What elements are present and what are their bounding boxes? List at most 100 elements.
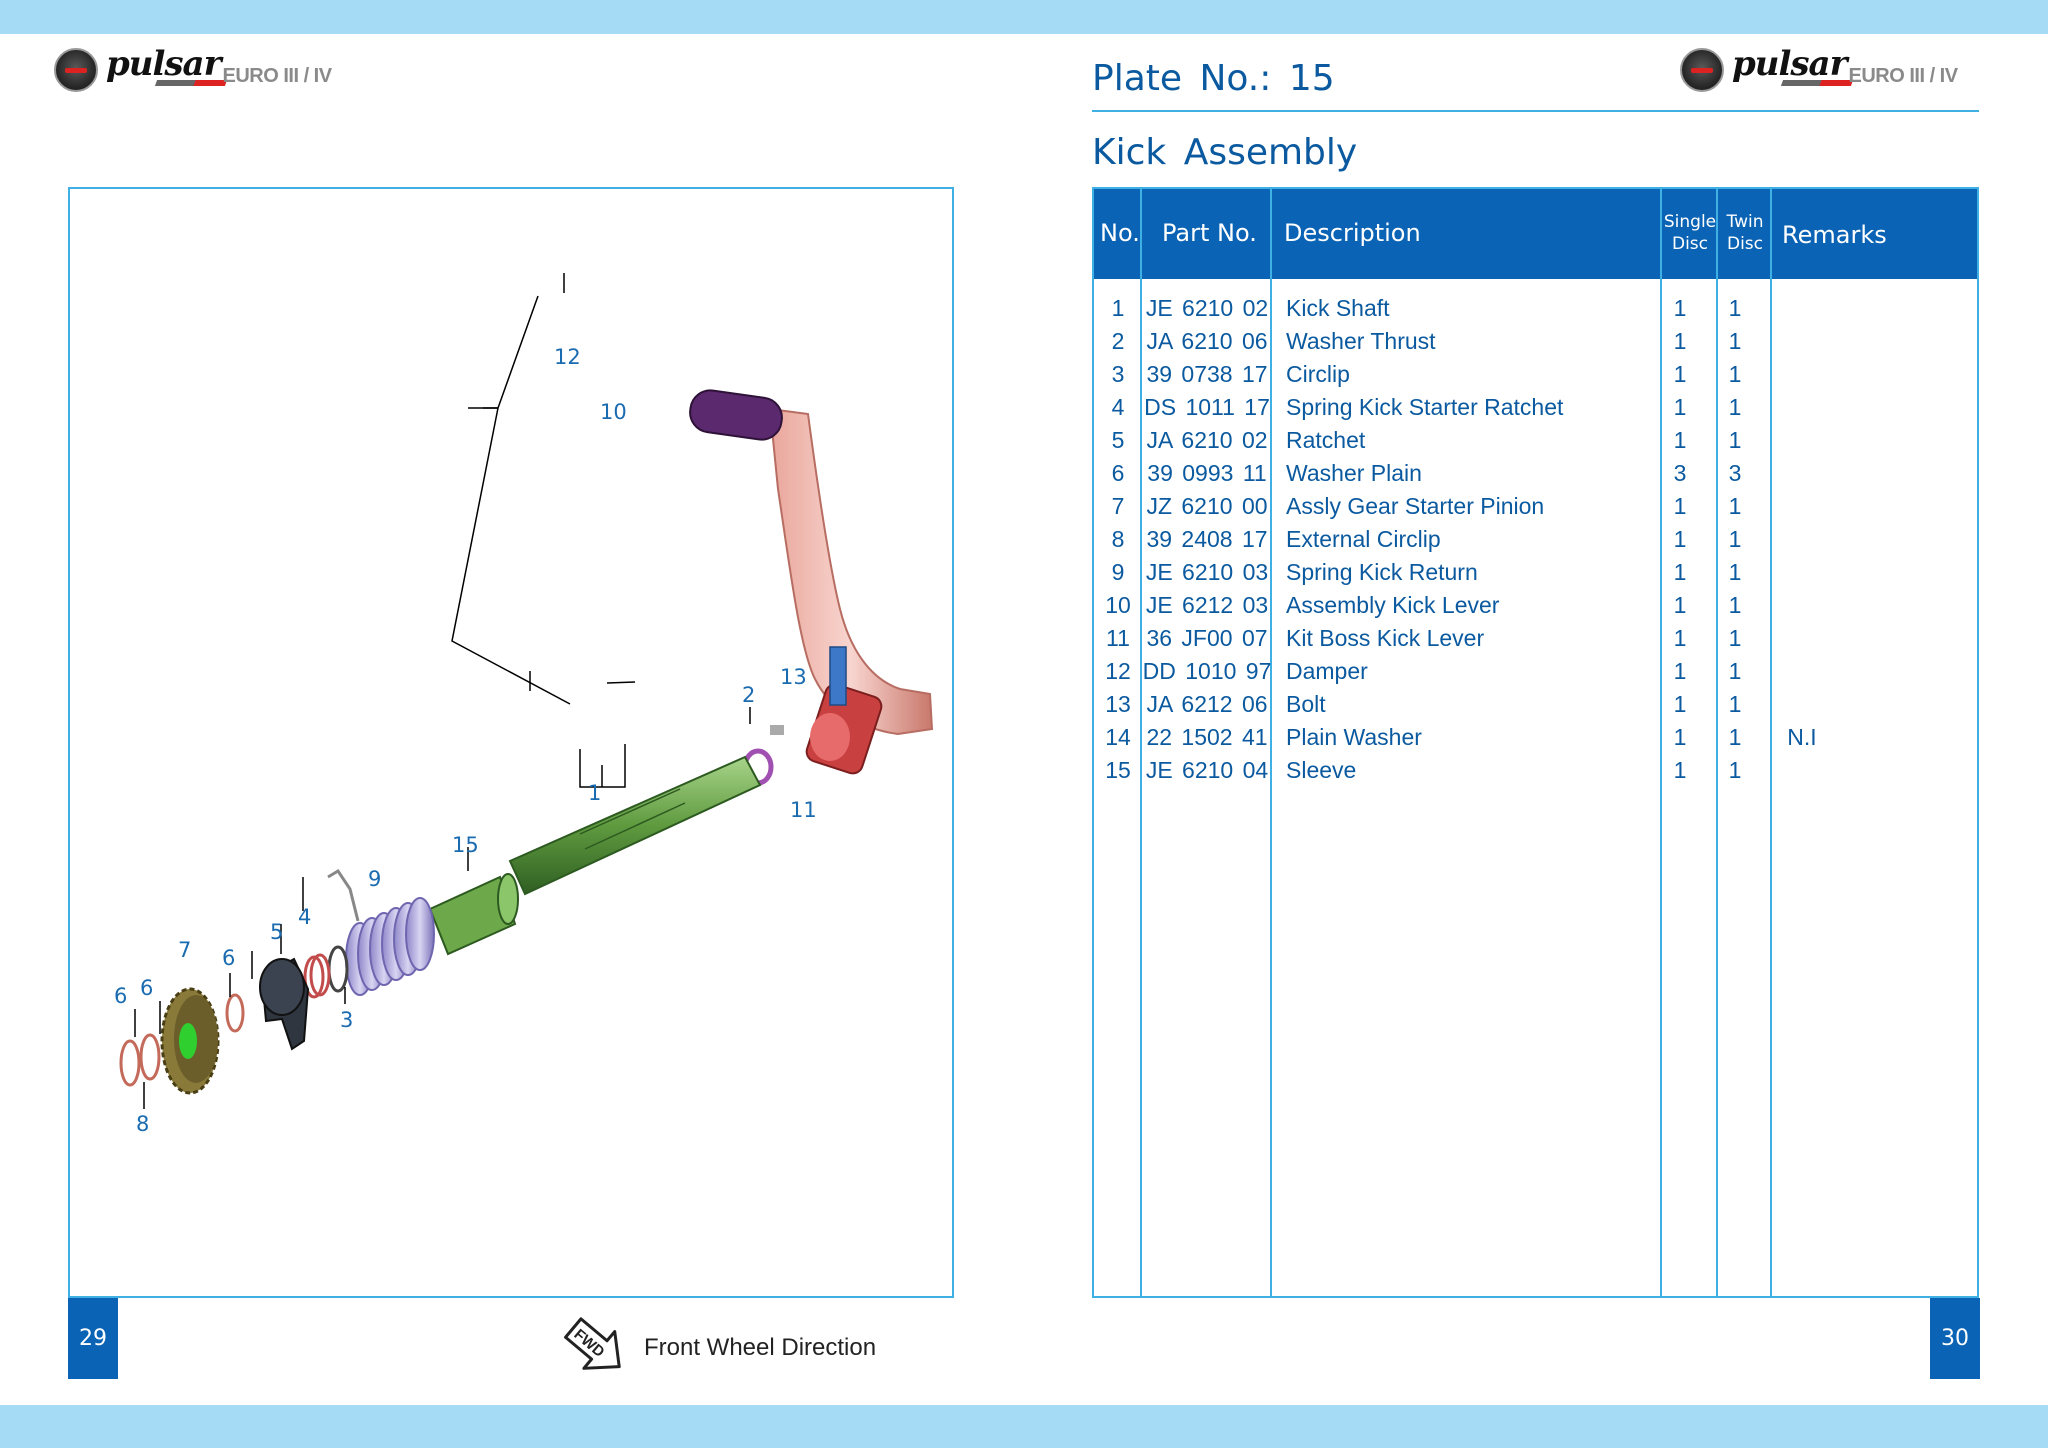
row-twin-disc: 1: [1728, 658, 1742, 684]
row-no: 3: [1111, 361, 1125, 387]
col-single-line2: Disc: [1671, 234, 1709, 254]
row-twin-disc: 1: [1728, 625, 1742, 651]
plate-title: Plate No.: 15: [1092, 58, 1335, 99]
row-twin-disc: 1: [1728, 493, 1742, 519]
callout-3: 3: [340, 1008, 353, 1032]
table-row: 15 JE 6210 04 Sleeve 1 1: [1094, 753, 1977, 786]
row-part-no: DD 1010 97: [1142, 658, 1272, 684]
row-part-no: JA 6210 02: [1146, 427, 1268, 453]
row-description: Assly Gear Starter Pinion: [1286, 493, 1545, 519]
col-divider: [1140, 189, 1142, 1296]
col-divider: [1270, 189, 1272, 1296]
callout-8: 8: [136, 1112, 149, 1136]
col-divider: [1716, 189, 1718, 1296]
brand-logo-right: pulsar EURO III / IV: [1680, 44, 1958, 94]
row-twin-disc: 1: [1728, 361, 1742, 387]
row-no: 8: [1111, 526, 1125, 552]
row-part-no: 22 1502 41: [1146, 724, 1268, 750]
col-divider: [1660, 189, 1662, 1296]
col-no-header: No.: [1100, 219, 1140, 247]
col-part-header: Part No.: [1162, 219, 1257, 247]
col-twin-line1: Twin: [1726, 212, 1764, 232]
table-row: 14 22 1502 41 Plain Washer 1 1 N.I: [1094, 720, 1977, 753]
callout-11: 11: [790, 798, 817, 822]
col-desc-header: Description: [1284, 219, 1421, 247]
section-title: Kick Assembly: [1092, 132, 1358, 173]
row-description: Washer Thrust: [1286, 328, 1436, 354]
table-row: 3 39 0738 17 Circlip 1 1: [1094, 357, 1977, 390]
col-divider: [1770, 189, 1772, 1296]
exploded-diagram: 12 10 13 2 11 1 15 9 4 5 7 6 6 6 3 8: [68, 187, 954, 1298]
row-part-no: DS 1011 17: [1144, 394, 1270, 420]
row-no: 9: [1111, 559, 1125, 585]
row-description: Kit Boss Kick Lever: [1286, 625, 1485, 651]
row-description: External Circlip: [1286, 526, 1441, 552]
row-description: Plain Washer: [1286, 724, 1422, 750]
fwd-label: Front Wheel Direction: [644, 1334, 877, 1361]
row-part-no: 36 JF00 07: [1146, 625, 1268, 651]
row-single-disc: 1: [1673, 757, 1687, 783]
row-single-disc: 1: [1673, 559, 1687, 585]
row-single-disc: 1: [1673, 295, 1687, 321]
brand-badge-icon: [54, 48, 98, 92]
brand-suffix: EURO III / IV: [222, 64, 333, 87]
fwd-arrow-icon: FWD: [564, 1317, 621, 1370]
parts-table: No. Part No. Description Single Disc Twi…: [1092, 187, 1979, 1298]
row-part-no: JE 6210 03: [1145, 559, 1269, 585]
row-part-no: JE 6210 04: [1145, 757, 1269, 783]
row-no: 4: [1111, 394, 1125, 420]
row-single-disc: 1: [1673, 724, 1687, 750]
plate-rule: [1092, 110, 1979, 112]
row-twin-disc: 1: [1728, 328, 1742, 354]
row-description: Circlip: [1286, 361, 1350, 387]
callout-13: 13: [780, 665, 807, 689]
row-part-no: JA 6210 06: [1146, 328, 1268, 354]
row-remarks: N.I: [1787, 724, 1817, 750]
callout-10: 10: [600, 400, 627, 424]
col-twin-header: Twin Disc: [1718, 211, 1772, 255]
row-description: Kick Shaft: [1286, 295, 1390, 321]
callout-2: 2: [742, 683, 755, 707]
row-description: Assembly Kick Lever: [1286, 592, 1500, 618]
row-part-no: JE 6210 02: [1145, 295, 1269, 321]
row-twin-disc: 1: [1728, 724, 1742, 750]
row-twin-disc: 1: [1728, 757, 1742, 783]
row-single-disc: 1: [1673, 625, 1687, 651]
row-no: 11: [1106, 625, 1130, 651]
row-twin-disc: 1: [1728, 691, 1742, 717]
page-number-left: 29: [68, 1298, 118, 1379]
row-part-no: 39 0738 17: [1146, 361, 1268, 387]
row-twin-disc: 1: [1728, 427, 1742, 453]
row-description: Sleeve: [1286, 757, 1357, 783]
row-part-no: 39 0993 11: [1147, 460, 1267, 486]
row-single-disc: 3: [1673, 460, 1687, 486]
callout-4: 4: [298, 905, 311, 929]
row-no: 15: [1105, 757, 1131, 783]
row-no: 14: [1105, 724, 1131, 750]
row-single-disc: 1: [1673, 361, 1687, 387]
row-no: 5: [1111, 427, 1125, 453]
brand-logo-left: pulsar EURO III / IV: [54, 44, 333, 94]
row-no: 10: [1105, 592, 1131, 618]
row-twin-disc: 1: [1728, 592, 1742, 618]
callout-9: 9: [368, 867, 381, 891]
brand-script: pulsar: [1732, 44, 1847, 84]
row-description: Damper: [1286, 658, 1368, 684]
row-single-disc: 1: [1673, 526, 1687, 552]
row-single-disc: 1: [1673, 493, 1687, 519]
row-single-disc: 1: [1673, 394, 1687, 420]
top-band: [0, 0, 2048, 34]
row-part-no: JA 6212 06: [1146, 691, 1268, 717]
row-no: 13: [1105, 691, 1131, 717]
